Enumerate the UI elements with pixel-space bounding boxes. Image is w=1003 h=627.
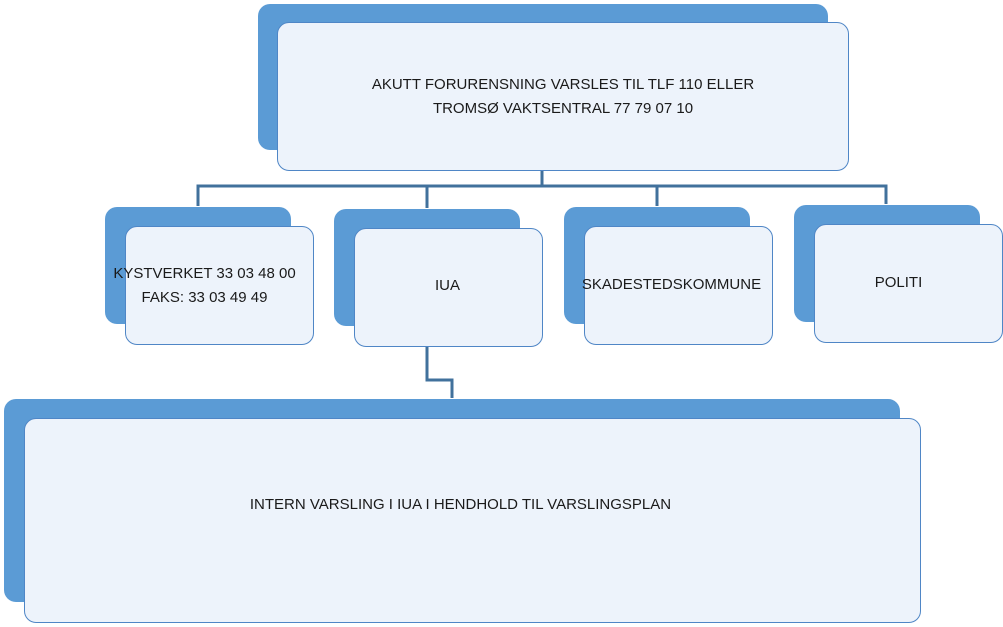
node-iua-label: IUA [434, 276, 460, 294]
connector-top-to-kystverket [196, 170, 544, 206]
connector-iua-to-bottom [425, 347, 454, 398]
node-politi-label: POLITI [874, 273, 923, 291]
node-akutt-line1: AKUTT FORURENSNING VARSLES TIL TLF 110 E… [371, 75, 755, 93]
connector-top-to-politi [542, 184, 888, 204]
node-intern-varsling-label: INTERN VARSLING I IUA I HENDHOLD TIL VAR… [249, 495, 672, 513]
node-kystverket-line1: KYSTVERKET 33 03 48 00 [113, 264, 296, 282]
connector-top-to-iua [425, 184, 542, 208]
node-kystverket-line2: FAKS: 33 03 49 49 [141, 288, 268, 306]
connector-top-to-skadested [542, 184, 659, 206]
node-akutt-line2: TROMSØ VAKTSENTRAL 77 79 07 10 [432, 99, 694, 117]
node-skadested-label: SKADESTEDSKOMMUNE [581, 275, 762, 293]
